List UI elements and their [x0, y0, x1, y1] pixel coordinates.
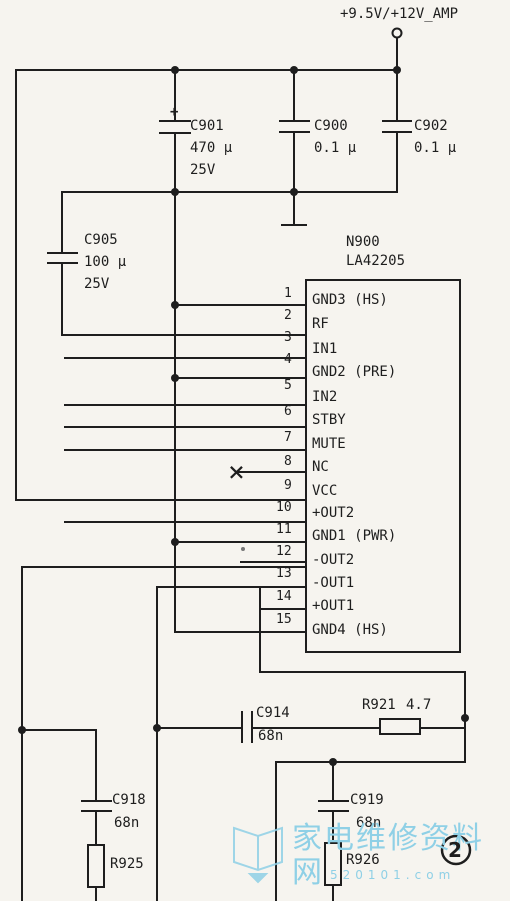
pin-name: -OUT2	[312, 552, 355, 568]
pin-name: VCC	[312, 483, 338, 499]
c905-ref: C905	[84, 232, 118, 248]
c901-polarity: +	[170, 104, 179, 120]
pin-number: 8	[284, 454, 292, 469]
badge-number: 2	[448, 838, 462, 862]
pin-name: IN1	[312, 341, 338, 357]
ic-part: LA42205	[346, 253, 406, 269]
pin-number: 9	[284, 478, 292, 493]
pin-number: 12	[276, 544, 292, 559]
pin-name: MUTE	[312, 436, 346, 452]
c901-ref: C901	[190, 118, 224, 134]
pin-number: 1	[284, 286, 292, 301]
pin-name: +OUT2	[312, 505, 355, 521]
pin-number: 2	[284, 308, 292, 323]
watermark-text: 家电维修资料网	[292, 821, 484, 890]
c902-ref: C902	[414, 118, 448, 134]
pin-name: IN2	[312, 389, 338, 405]
pin-name: GND1 (PWR)	[312, 528, 397, 544]
c918-value: 68n	[114, 815, 140, 831]
pin-name: GND4 (HS)	[312, 622, 388, 638]
c905-value: 100 µ	[84, 254, 127, 270]
nc-marker: ×	[228, 455, 245, 488]
pin-name: -OUT1	[312, 575, 355, 591]
c905-voltage: 25V	[84, 276, 110, 292]
pin-number: 10	[276, 500, 292, 515]
c900-ref: C900	[314, 118, 348, 134]
watermark-url: 520101.com	[330, 868, 456, 882]
pin-number: 5	[284, 378, 292, 393]
pin-number: 14	[276, 589, 292, 604]
pin-number: 3	[284, 330, 292, 345]
pin-name: GND2 (PRE)	[312, 364, 397, 380]
supply-label: +9.5V/+12V_AMP	[340, 6, 459, 22]
pin-name: RF	[312, 316, 329, 332]
ic-designator: N900	[346, 234, 380, 250]
pin-number: 6	[284, 404, 292, 419]
c900-value: 0.1 µ	[314, 140, 357, 156]
pin-name: GND3 (HS)	[312, 292, 388, 308]
pin-number: 15	[276, 612, 292, 627]
pin-number: 7	[284, 430, 292, 445]
c901-value: 470 µ	[190, 140, 233, 156]
r926-ref: R926	[346, 852, 380, 868]
pin-number: 11	[276, 522, 292, 537]
c919-value: 68n	[356, 815, 382, 831]
r921-value: 4.7	[406, 697, 432, 713]
c901-voltage: 25V	[190, 162, 216, 178]
r921-ref: R921	[362, 697, 396, 713]
r925-ref: R925	[110, 856, 144, 872]
pin-name: STBY	[312, 412, 346, 428]
c902-value: 0.1 µ	[414, 140, 457, 156]
pin-number: 13	[276, 566, 292, 581]
c914-value: 68n	[258, 728, 284, 744]
c914-ref: C914	[256, 705, 290, 721]
c919-ref: C919	[350, 792, 384, 808]
pin-number: 4	[284, 352, 292, 367]
pin-name: +OUT1	[312, 598, 355, 614]
pin-name: NC	[312, 459, 329, 475]
c918-ref: C918	[112, 792, 146, 808]
